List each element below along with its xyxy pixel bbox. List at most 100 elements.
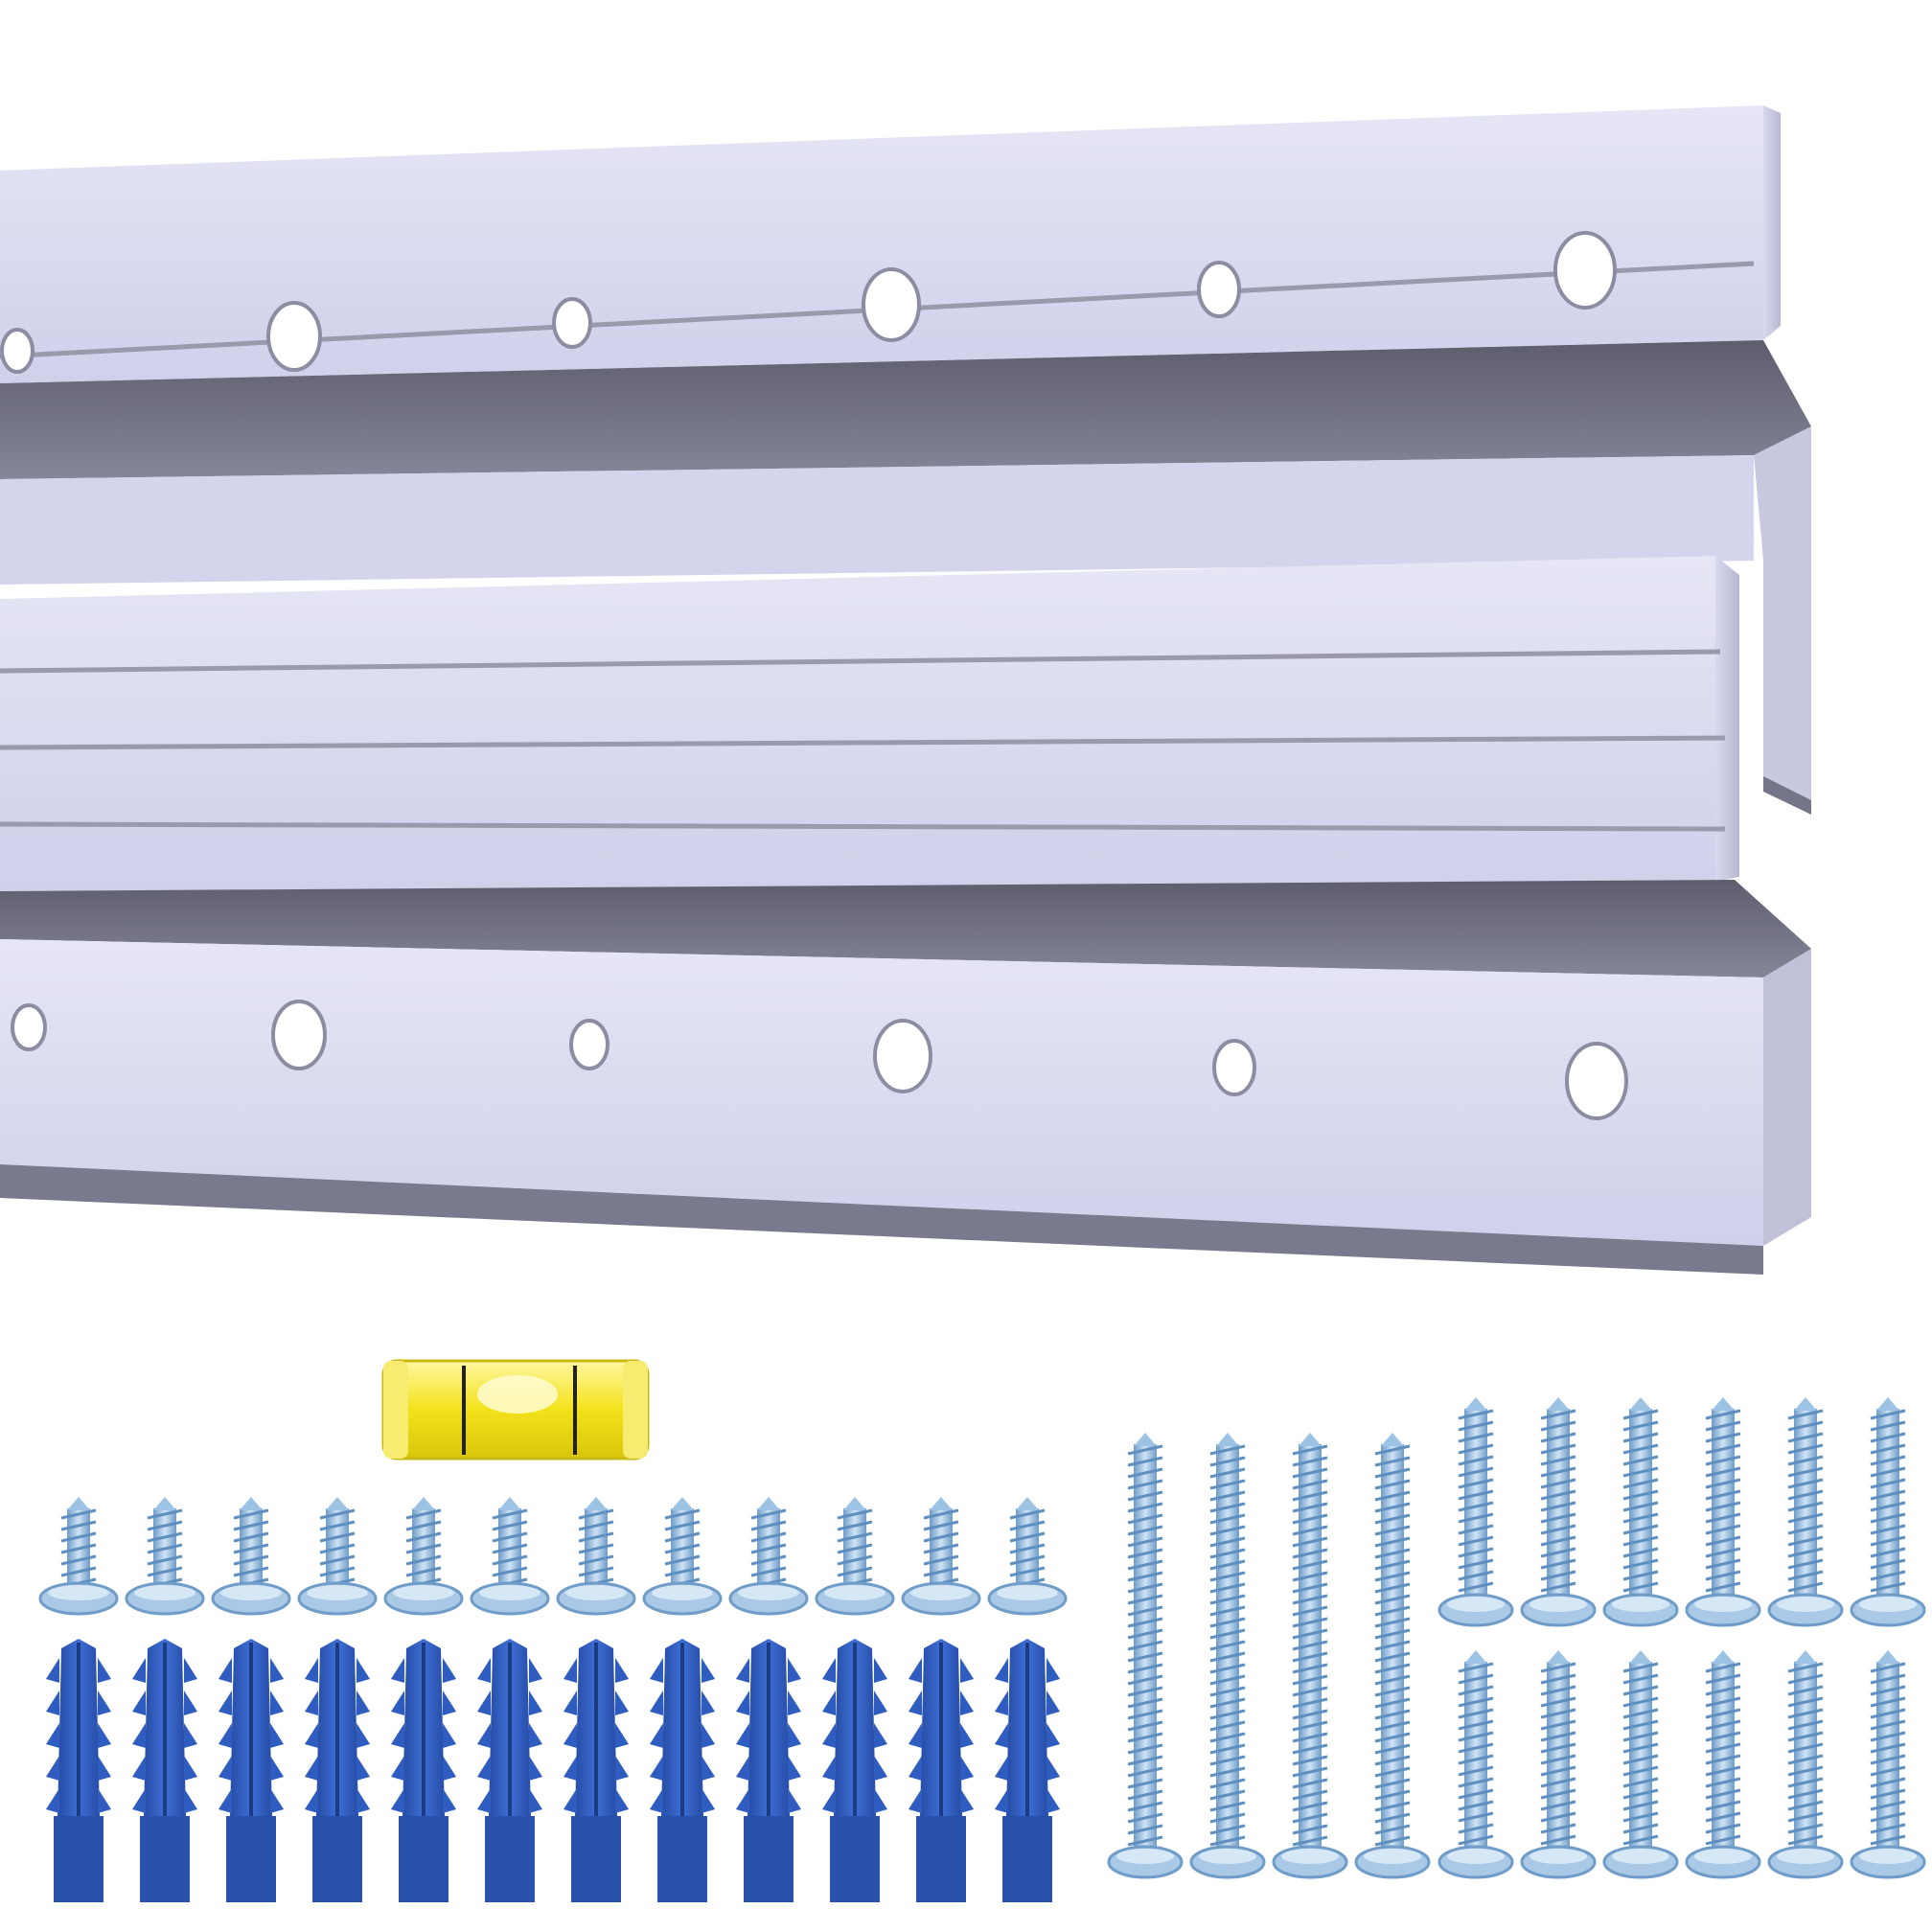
anchor-barb [391, 1788, 404, 1813]
wall-anchor [564, 1639, 629, 1902]
screw-head-highlight [479, 1585, 540, 1600]
screw-thread [1009, 1508, 1046, 1520]
long-screw [1272, 1433, 1348, 1879]
anchor-barb [822, 1788, 836, 1813]
anchor-barb [270, 1723, 284, 1748]
lower-rail-groove-2 [0, 735, 1726, 750]
screw-tip [1712, 1397, 1735, 1411]
medium-screw [1850, 1397, 1926, 1627]
screw-thread [1127, 1490, 1163, 1502]
anchor-barb [356, 1723, 370, 1748]
screw-thread [1705, 1570, 1741, 1581]
screw-tip [585, 1497, 608, 1510]
screw-thread [1540, 1581, 1576, 1593]
anchor-barb [391, 1690, 404, 1715]
anchor-barb [305, 1756, 318, 1781]
screw-thread [1292, 1697, 1328, 1709]
hole-icon [862, 267, 921, 342]
screw-thread [1209, 1582, 1246, 1594]
screw-thread [1127, 1548, 1163, 1559]
small-screw [728, 1497, 809, 1616]
anchor-barb [477, 1658, 491, 1683]
screw-thread [1622, 1547, 1659, 1558]
screw-thread [1540, 1777, 1576, 1788]
screw-thread [147, 1520, 183, 1531]
wall-anchor [477, 1639, 542, 1902]
screw-tip [1876, 1397, 1899, 1411]
screw-thread [1787, 1834, 1824, 1846]
screw-thread [1292, 1640, 1328, 1651]
screw-thread [1622, 1420, 1659, 1432]
screw-thread [1870, 1489, 1906, 1501]
anchor-barb [874, 1723, 887, 1748]
anchor-barb [391, 1756, 404, 1781]
screw-thread [1292, 1456, 1328, 1467]
anchor-barb [995, 1658, 1008, 1683]
screw-thread [1458, 1547, 1494, 1558]
screw-thread [1622, 1696, 1659, 1708]
screw-thread [1374, 1490, 1411, 1502]
screw-thread [1374, 1628, 1411, 1640]
screw-thread [1458, 1754, 1494, 1765]
screw-thread [1292, 1513, 1328, 1525]
screw-thread [1622, 1708, 1659, 1719]
anchor-barb [822, 1756, 836, 1781]
screw-thread [1292, 1709, 1328, 1720]
anchor-barb [788, 1788, 801, 1813]
anchor-barb [908, 1723, 922, 1748]
screw-thread [923, 1531, 959, 1543]
screw-thread [1540, 1800, 1576, 1811]
small-screw [987, 1497, 1068, 1616]
anchor-barb [702, 1690, 715, 1715]
screw-thread [1127, 1640, 1163, 1651]
screw-thread [1458, 1708, 1494, 1719]
screw-thread [1622, 1478, 1659, 1489]
screw-thread [1540, 1535, 1576, 1547]
anchor-barb [529, 1723, 542, 1748]
hole-icon [271, 1000, 327, 1070]
screw-thread [147, 1531, 183, 1543]
screw-thread [1870, 1823, 1906, 1834]
anchor-barb [960, 1690, 974, 1715]
screw-thread [1705, 1489, 1741, 1501]
anchor-barb [736, 1723, 749, 1748]
screw-thread [1374, 1617, 1411, 1628]
screw-thread [1540, 1524, 1576, 1535]
screw-thread [1374, 1444, 1411, 1456]
screw-thread [1540, 1662, 1576, 1673]
anchor-barb [788, 1723, 801, 1748]
anchor-barb [391, 1723, 404, 1748]
screw-thread [1870, 1708, 1906, 1719]
screw-thread [1540, 1754, 1576, 1765]
screw-thread [1127, 1628, 1163, 1640]
anchor-barb [477, 1690, 491, 1715]
screw-tip [1629, 1650, 1652, 1664]
small-screw [901, 1497, 981, 1616]
anchor-barb [822, 1723, 836, 1748]
screw-thread [1374, 1582, 1411, 1594]
screw-thread [1622, 1512, 1659, 1524]
medium-screw [1767, 1650, 1844, 1879]
anchor-barb [305, 1788, 318, 1813]
screw-thread [405, 1531, 442, 1543]
screw-tip [1794, 1397, 1817, 1411]
screw-thread [664, 1531, 701, 1543]
screw-thread [1292, 1743, 1328, 1755]
screw-thread [1127, 1502, 1163, 1513]
screw-head-highlight [48, 1585, 109, 1600]
screw-tip [1299, 1433, 1322, 1446]
screw-thread [1374, 1789, 1411, 1801]
screw-thread [1787, 1696, 1824, 1708]
screw-thread [1622, 1432, 1659, 1443]
screw-thread [1787, 1823, 1824, 1834]
screw-thread [1292, 1536, 1328, 1548]
screw-thread [1458, 1501, 1494, 1512]
anchor-barb [650, 1723, 663, 1748]
screw-thread [1374, 1743, 1411, 1755]
screw-thread [578, 1554, 614, 1566]
screw-thread [1127, 1824, 1163, 1835]
anchor-barb [736, 1788, 749, 1813]
screw-thread [1127, 1812, 1163, 1824]
anchor-barb [443, 1788, 456, 1813]
anchor-barb [270, 1788, 284, 1813]
